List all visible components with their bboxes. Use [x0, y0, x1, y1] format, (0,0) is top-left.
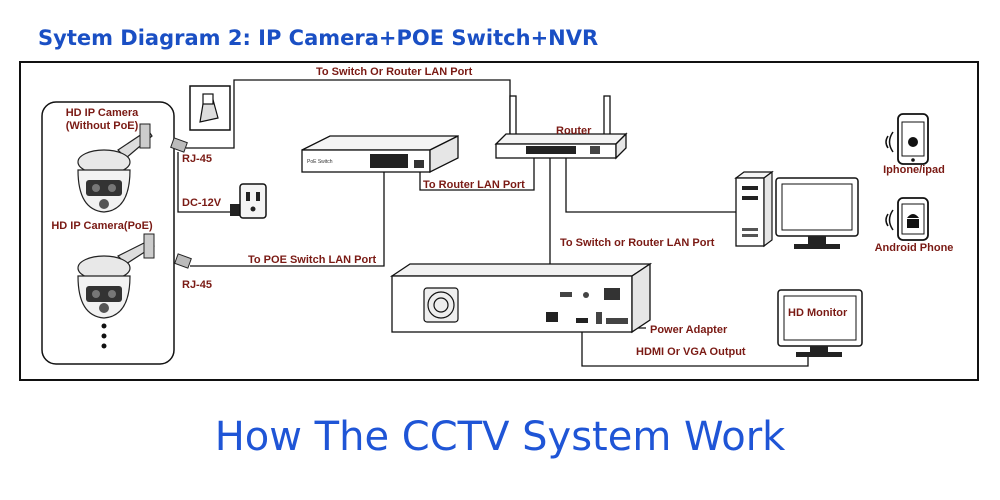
power-adapter-label: Power Adapter — [650, 324, 728, 336]
rj45-label-bottom: RJ-45 — [182, 279, 212, 291]
hdmi-vga-label: HDMI Or VGA Output — [636, 346, 746, 358]
dc12v-label: DC-12V — [182, 197, 222, 209]
diagram-heading: Sytem Diagram 2: IP Camera+POE Switch+NV… — [38, 26, 599, 50]
ptz-camera-poe-icon — [77, 233, 155, 319]
hd-monitor-label: HD Monitor — [788, 307, 848, 319]
to-switch-router-lan-nvr-label: To Switch or Router LAN Port — [560, 237, 715, 249]
to-router-lan-label: To Router LAN Port — [423, 179, 525, 191]
hd-monitor-icon — [777, 289, 863, 357]
to-poe-switch-lan-label: To POE Switch LAN Port — [248, 254, 376, 266]
camera-no-poe-label-1: HD IP Camera — [66, 107, 139, 119]
iphone-label: Iphone/ipad — [883, 164, 945, 176]
camera-poe-label: HD IP Camera(PoE) — [51, 220, 153, 232]
camera2-connector — [174, 253, 192, 269]
router-icon — [494, 95, 628, 160]
camera-group-box — [41, 101, 175, 365]
switch-brand-label: PoE Switch — [307, 159, 333, 165]
poe-switch-icon: PoE Switch — [301, 134, 459, 174]
power-plug-icon — [230, 183, 267, 219]
footer-title: How The CCTV System Work — [214, 414, 786, 460]
to-switch-router-lan-top-label: To Switch Or Router LAN Port — [316, 66, 473, 78]
camera1-connector — [170, 137, 188, 153]
iphone-icon — [885, 113, 929, 165]
rj45-label-top: RJ-45 — [182, 153, 212, 165]
android-phone-icon — [885, 197, 929, 241]
ptz-camera-icon — [77, 123, 153, 213]
android-label: Android Phone — [875, 242, 954, 254]
nvr-recorder-icon — [389, 262, 653, 334]
more-cameras-dots — [101, 323, 107, 349]
router-label: Router — [556, 125, 592, 137]
camera-no-poe-label-2: (Without PoE) — [66, 120, 139, 132]
rj45-plug-icon — [189, 85, 231, 131]
desktop-pc-icon — [734, 170, 859, 249]
